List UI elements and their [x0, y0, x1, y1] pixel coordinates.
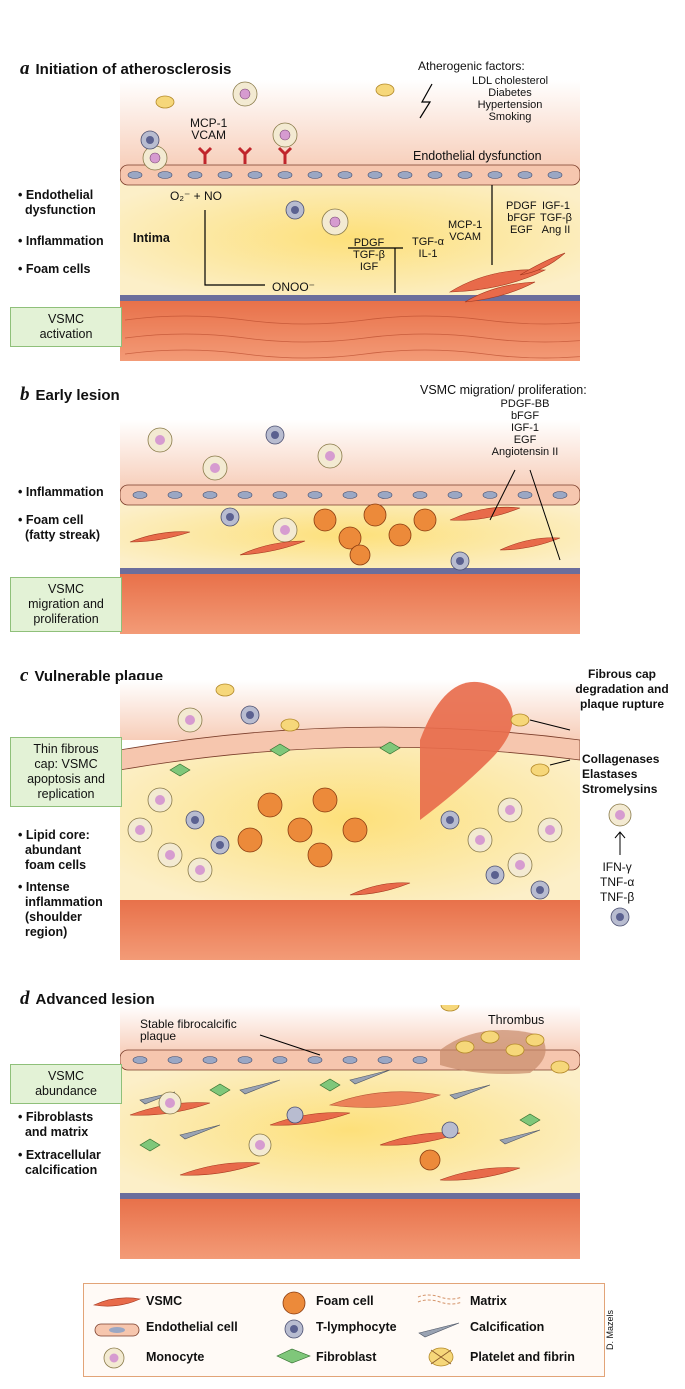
internal-elastic-lamina — [120, 1193, 580, 1199]
cytokine-cells — [608, 803, 632, 927]
legend-fibroblast: Fibroblast — [316, 1350, 377, 1364]
t-lymphocytes — [140, 130, 305, 220]
legend-monocyte: Monocyte — [146, 1350, 205, 1364]
panel-c-bullet-2: • Intense inflammation (shoulder region) — [18, 880, 103, 939]
panel-b-pointers — [489, 469, 561, 561]
endothelial-layer — [120, 164, 580, 186]
foam-cells — [237, 787, 368, 868]
legend-endothelial-cell: Endothelial cell — [146, 1320, 238, 1334]
credit: D. Mazels — [605, 1310, 615, 1351]
fibroblast-legend-icon — [276, 1348, 311, 1364]
t-lymphocyte-legend-icon — [284, 1319, 304, 1339]
internal-elastic-lamina — [120, 295, 580, 301]
thrombus-label: Thrombus — [488, 1013, 545, 1027]
endothelial-cell-legend-icon — [94, 1323, 140, 1337]
panel-b-bullet-1: • Inflammation — [18, 485, 104, 499]
legend-platelet-fibrin: Platelet and fibrin — [470, 1350, 575, 1364]
atherogenic-title: Atherogenic factors: — [418, 59, 525, 73]
panel-a-bullet-3: • Foam cells — [18, 262, 91, 276]
media-layer — [120, 301, 580, 361]
panel-b-bullet-2: • Foam cell (fatty streak) — [18, 513, 100, 542]
media-layer — [120, 900, 580, 960]
legend-vsmc: VSMC — [146, 1294, 183, 1308]
legend-t-lymphocyte: T-lymphocyte — [316, 1320, 397, 1334]
media-layer — [120, 1199, 580, 1259]
panel-a-bullet-1: • Endothelial dysfunction — [18, 188, 96, 217]
legend-calcification: Calcification — [470, 1320, 545, 1334]
stable-plaque-pointer — [259, 1034, 321, 1056]
intima-label: Intima — [133, 231, 170, 245]
panel-d-bullet-1: • Fibroblasts and matrix — [18, 1110, 94, 1139]
foam-cell-legend-icon — [282, 1291, 306, 1315]
fibroblasts — [139, 1078, 541, 1152]
thrombus — [440, 1005, 570, 1074]
legend-foam-cell: Foam cell — [316, 1294, 374, 1308]
fibroblasts — [169, 741, 401, 777]
panel-c-bullet-1: • Lipid core: abundant foam cells — [18, 828, 90, 872]
panel-a-bullet-2: • Inflammation — [18, 234, 104, 248]
matrix-legend-icon — [417, 1294, 463, 1305]
panel-a-illustration — [120, 80, 580, 361]
calcification-legend-icon — [418, 1322, 460, 1338]
adhesion-molecules — [197, 146, 293, 164]
media-vsmc-pattern — [124, 315, 580, 359]
endothelial-dysfunction-label: Endothelial dysfunction — [413, 149, 542, 163]
monocyte-legend-icon — [103, 1347, 125, 1369]
media-layer — [120, 574, 580, 634]
platelets — [215, 683, 550, 777]
panel-b-illustration — [120, 420, 580, 634]
internal-elastic-lamina — [120, 568, 580, 574]
foam-cells — [419, 1149, 441, 1171]
migration-title: VSMC migration/ proliferation: — [420, 383, 587, 397]
foam-cells — [313, 503, 437, 566]
lumen — [120, 420, 580, 490]
platelet-fibrin-legend-icon — [428, 1347, 454, 1367]
plaque-rupture — [420, 681, 513, 820]
t-lymphocytes — [286, 1106, 459, 1139]
up-arrow-icon — [614, 831, 626, 855]
o2-no-label: O₂⁻ + NO — [170, 189, 223, 203]
lumen — [120, 80, 580, 170]
vsmc-cells — [349, 882, 411, 896]
legend-matrix: Matrix — [470, 1294, 507, 1308]
vsmc-cells — [129, 506, 561, 556]
endothelial-layer — [120, 484, 580, 506]
panel-c-pointers — [529, 719, 571, 766]
vsmc-cells — [448, 252, 566, 303]
panel-c-illustration — [120, 680, 580, 960]
plaque-region — [120, 1065, 580, 1195]
onoo-label: ONOO⁻ — [272, 280, 316, 294]
platelets — [155, 83, 395, 109]
vsmc-legend-icon — [92, 1297, 142, 1307]
panel-d-bullet-2: • Extracellular calcification — [18, 1148, 101, 1177]
panel-a-arrows — [204, 83, 493, 293]
legend: VSMC Endothelial cell Monocyte Foam cell… — [83, 1283, 605, 1377]
panel-d-illustration — [120, 1005, 580, 1259]
monocytes — [127, 707, 563, 883]
